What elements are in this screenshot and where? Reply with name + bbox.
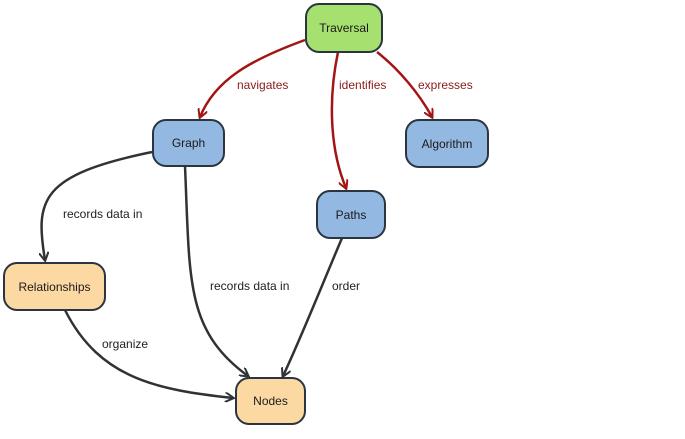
edge-label-graph-nodes: records data in — [210, 279, 290, 293]
node-traversal[interactable]: Traversal — [305, 3, 383, 53]
edge-label-graph-relationships: records data in — [63, 207, 143, 221]
edge-label-paths-nodes: order — [332, 279, 361, 293]
edge-label-relationships-nodes: organize — [102, 337, 149, 351]
edge-navigates — [200, 38, 306, 117]
node-relationships[interactable]: Relationships — [3, 262, 106, 311]
edge-paths-nodes — [283, 237, 344, 376]
node-graph[interactable]: Graph — [152, 119, 225, 167]
node-algorithm[interactable]: Algorithm — [405, 119, 489, 168]
node-nodes[interactable]: Nodes — [235, 377, 306, 425]
edge-relationships-nodes — [63, 309, 233, 398]
node-paths[interactable]: Paths — [316, 190, 386, 239]
edge-expresses — [376, 51, 432, 117]
edge-identifies — [330, 51, 346, 188]
edge-graph-relationships — [42, 150, 153, 260]
edge-graph-nodes — [183, 165, 248, 376]
edge-label-navigates: navigates — [237, 78, 289, 92]
edge-label-expresses: expresses — [418, 78, 473, 92]
edge-label-identifies: identifies — [339, 78, 387, 92]
